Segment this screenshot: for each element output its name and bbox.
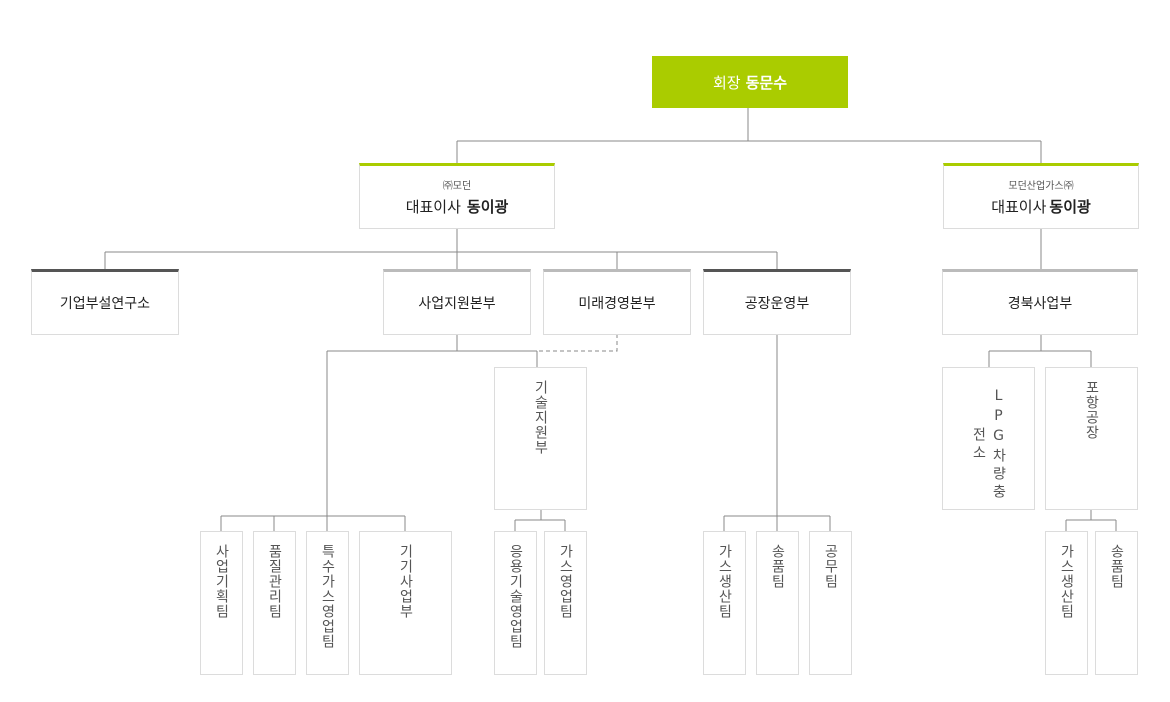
team-equipment: 기기사업부	[359, 531, 452, 675]
subdept-label: 포항공장	[1083, 380, 1100, 440]
team-label: 공무팀	[822, 544, 839, 589]
ceo-title: 회장	[712, 73, 741, 92]
team-biz-planning: 사업기획팀	[200, 531, 243, 675]
dept-future: 미래경영본부	[543, 269, 691, 335]
dept-label: 미래경영본부	[578, 296, 656, 312]
connector-group	[104, 108, 1117, 531]
team-label: 송품팀	[1108, 544, 1125, 589]
team-special-gas-sales: 특수가스영업팀	[306, 531, 349, 675]
team-label: 사업기획팀	[213, 544, 230, 619]
exec-name: 동이광	[1049, 198, 1091, 216]
exec-title: 대표이사 동이광	[406, 196, 509, 217]
dept-rnd: 기업부설연구소	[31, 269, 179, 335]
dashed-connector	[537, 334, 618, 352]
subdept-label: LPG차량충전소	[970, 387, 1007, 502]
ceo-name: 동문수	[745, 73, 787, 92]
dept-gyeongbuk: 경북사업부	[942, 269, 1138, 335]
exec-role: 대표이사	[991, 198, 1047, 216]
team-quality: 품질관리팀	[253, 531, 296, 675]
team-pohang-gas-prod: 가스생산팀	[1045, 531, 1088, 675]
dept-label: 기업부설연구소	[59, 296, 151, 312]
team-gas-sales: 가스영업팀	[544, 531, 587, 675]
team-label: 가스생산팀	[1058, 544, 1075, 619]
dept-label: 공장운영부	[744, 296, 810, 312]
subdept-label: 기술지원부	[532, 380, 549, 455]
team-plant-shipping: 송품팀	[756, 531, 799, 675]
subdept-tech-support: 기술지원부	[494, 367, 587, 510]
dept-biz-support: 사업지원본부	[383, 269, 531, 335]
dept-label: 사업지원본부	[418, 296, 496, 312]
exec-role: 대표이사	[405, 198, 461, 216]
team-plant-gas-prod: 가스생산팀	[703, 531, 746, 675]
subdept-lpg: LPG차량충전소	[942, 367, 1035, 510]
company-name: 모던산업가스㈜	[1008, 181, 1074, 192]
team-label: 가스영업팀	[557, 544, 574, 619]
team-label: 가스생산팀	[716, 544, 733, 619]
subdept-pohang: 포항공장	[1045, 367, 1138, 510]
team-pohang-shipping: 송품팀	[1095, 531, 1138, 675]
company-name: ㈜모던	[442, 181, 472, 192]
dept-plant-ops: 공장운영부	[703, 269, 851, 335]
ceo-box: 회장 동문수	[652, 56, 848, 108]
team-label: 특수가스영업팀	[319, 544, 336, 649]
team-applied-tech-sales: 응용기술영업팀	[494, 531, 537, 675]
team-label: 기기사업부	[397, 544, 414, 619]
team-label: 품질관리팀	[266, 544, 283, 619]
team-plant-admin: 공무팀	[809, 531, 852, 675]
exec-modern-box: ㈜모던 대표이사 동이광	[359, 163, 555, 229]
exec-name: 동이광	[466, 198, 509, 216]
dept-label: 경북사업부	[1007, 296, 1073, 312]
team-label: 송품팀	[769, 544, 786, 589]
team-label: 응용기술영업팀	[507, 544, 524, 649]
